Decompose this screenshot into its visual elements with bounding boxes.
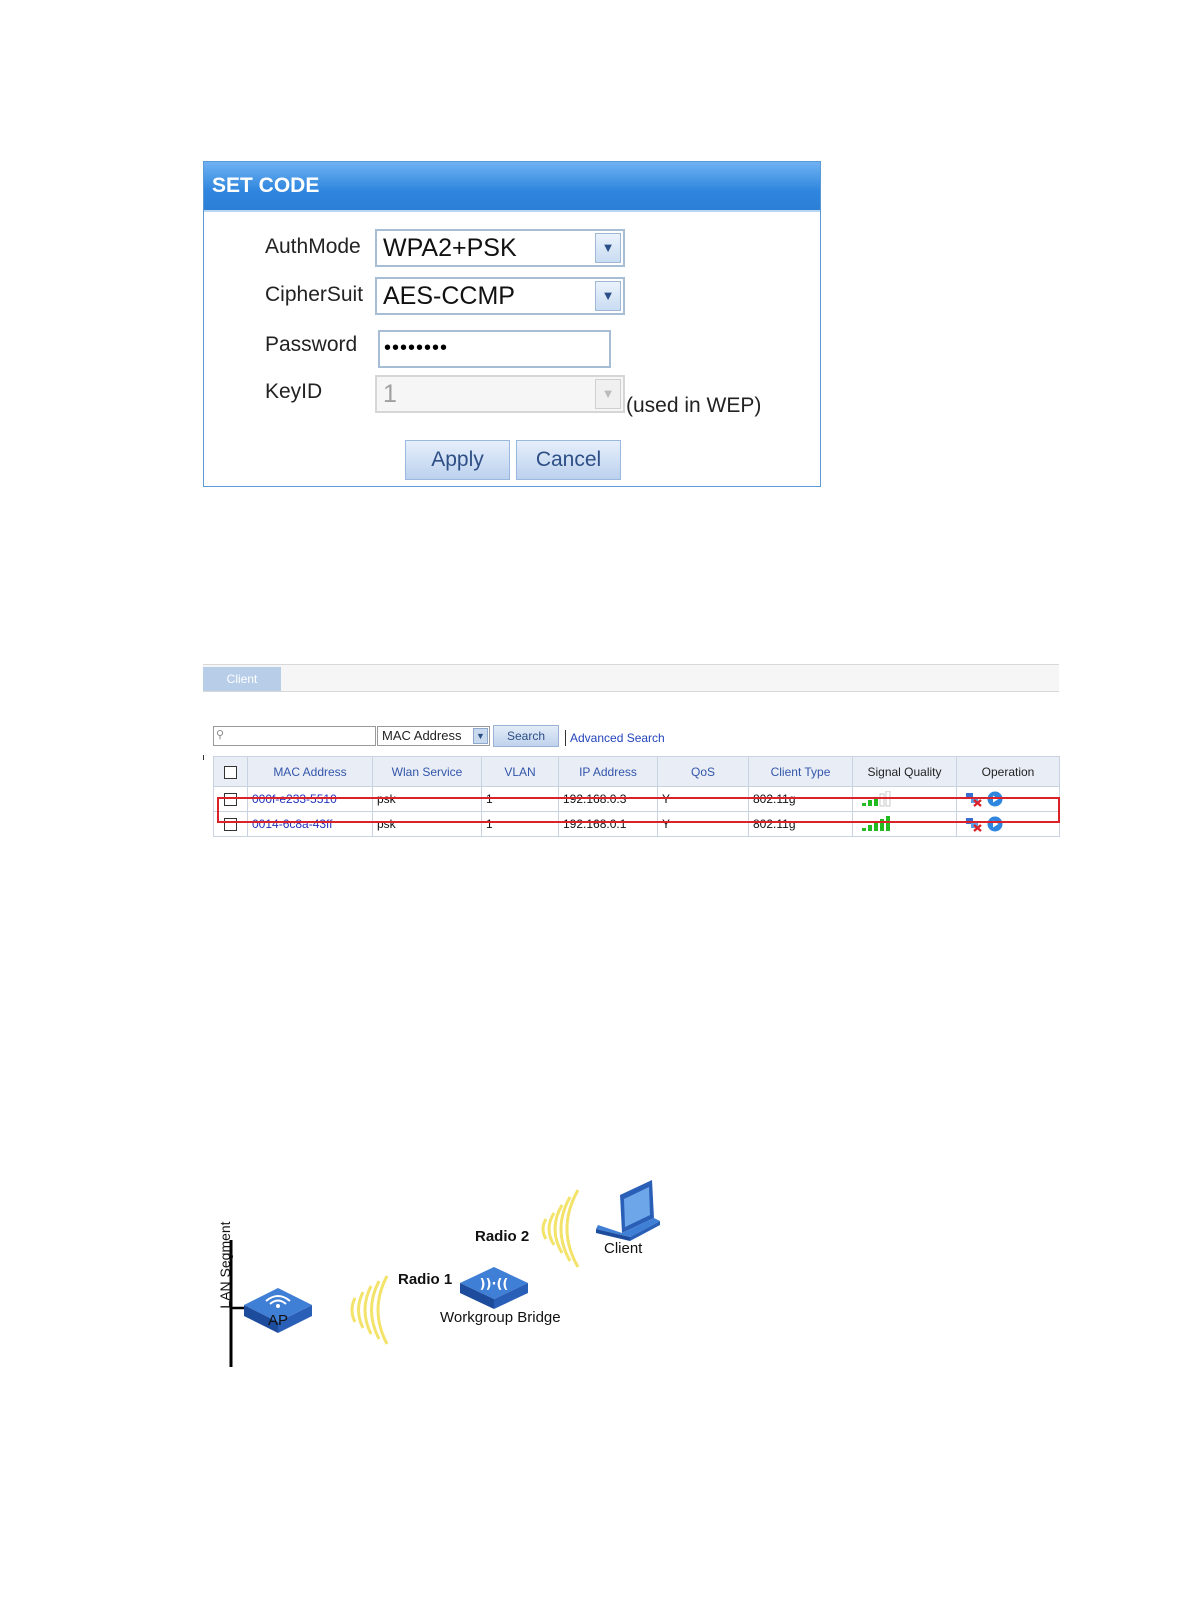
signal-bar (862, 803, 866, 806)
tab-bar: Client (203, 664, 1059, 692)
client-panel: Client ⚲ MAC Address ▼ Search Advanced S… (203, 664, 1060, 840)
ap-device-icon (244, 1288, 312, 1333)
advanced-search-link[interactable]: Advanced Search (570, 731, 665, 745)
col-operation: Operation (956, 756, 1060, 787)
keyid-label: KeyID (265, 380, 323, 403)
radio2-waves-icon (541, 1189, 580, 1268)
set-code-dialog: SET CODE AuthMode WPA2+PSK ▼ CipherSuit … (203, 161, 821, 487)
row-checkbox[interactable] (224, 793, 237, 807)
signal-bar (868, 800, 872, 806)
apply-button[interactable]: Apply (405, 440, 510, 480)
password-field[interactable]: •••••••• (378, 330, 611, 368)
diagram-graphics: ))·(( (229, 1180, 660, 1367)
client-table: MAC Address Wlan Service VLAN IP Address… (213, 756, 1060, 837)
chevron-down-icon[interactable]: ▼ (595, 281, 621, 311)
client-type-cell: 802.11g (748, 811, 853, 837)
col-signal-quality: Signal Quality (852, 756, 957, 787)
tab-client[interactable]: Client (203, 667, 281, 691)
signal-bar (862, 828, 866, 831)
radio1-label: Radio 1 (398, 1271, 453, 1288)
row-select-cell (213, 811, 248, 837)
signal-bars-icon (862, 791, 891, 807)
col-qos[interactable]: QoS (657, 756, 749, 787)
ciphersuit-label: CipherSuit (265, 283, 364, 306)
keyid-value: 1 (383, 380, 397, 408)
dialog-title: SET CODE (204, 162, 820, 212)
authmode-select[interactable]: WPA2+PSK ▼ (375, 229, 625, 267)
ip-address-cell: 192.168.0.3 (558, 786, 658, 812)
client-label: Client (604, 1240, 643, 1257)
divider (565, 730, 566, 746)
row-select-cell (213, 786, 248, 812)
vlan-cell: 1 (481, 811, 559, 837)
ip-address-cell: 192.168.0.1 (558, 811, 658, 837)
radio1-waves-icon (350, 1275, 389, 1345)
divider (203, 755, 204, 760)
wlan-service-cell: psk (372, 811, 482, 837)
col-wlan-service[interactable]: Wlan Service (372, 756, 482, 787)
search-input[interactable]: ⚲ (213, 726, 376, 746)
table-row: 000f-e233-5510 psk 1 192.168.0.3 Y 802.1… (213, 786, 1060, 812)
signal-quality-cell (852, 786, 957, 812)
table-row: 0014-6c8a-43ff psk 1 192.168.0.1 Y 802.1… (213, 811, 1060, 837)
signal-bar (874, 797, 878, 806)
col-ip-address[interactable]: IP Address (558, 756, 658, 787)
workgroup-bridge-label: Workgroup Bridge (440, 1309, 561, 1326)
ciphersuit-select[interactable]: AES-CCMP ▼ (375, 277, 625, 315)
row-checkbox[interactable] (224, 818, 237, 832)
chevron-down-icon[interactable]: ▼ (473, 728, 488, 744)
signal-quality-cell (852, 811, 957, 837)
radio2-label: Radio 2 (475, 1228, 530, 1245)
signal-bar (886, 816, 890, 831)
operation-cell (956, 811, 1060, 837)
laptop-icon (596, 1180, 660, 1241)
ap-label: AP (268, 1312, 289, 1329)
keyid-hint: (used in WEP) (626, 394, 762, 417)
signal-bar (885, 791, 891, 807)
mac-address-link[interactable]: 0014-6c8a-43ff (247, 811, 373, 837)
select-all-checkbox[interactable] (224, 765, 237, 779)
search-button[interactable]: Search (493, 725, 559, 747)
keyid-select: 1 ▼ (375, 375, 625, 413)
mac-address-link[interactable]: 000f-e233-5510 (247, 786, 373, 812)
signal-bar (880, 819, 884, 831)
search-field-select[interactable]: MAC Address ▼ (377, 726, 490, 746)
chevron-down-icon[interactable]: ▼ (595, 233, 621, 263)
svg-text:))·((: ))·(( (480, 1277, 509, 1292)
signal-bar (868, 825, 872, 831)
cancel-button[interactable]: Cancel (516, 440, 621, 480)
qos-cell: Y (657, 786, 749, 812)
play-icon[interactable] (987, 791, 1003, 807)
col-client-type[interactable]: Client Type (748, 756, 853, 787)
search-field-value: MAC Address (382, 728, 462, 743)
network-diagram: ))·(( LAN Segment AP Radio 1 Radio 2 Wor… (200, 1175, 720, 1375)
chevron-down-icon: ▼ (595, 379, 621, 409)
authmode-label: AuthMode (265, 235, 361, 258)
disconnect-icon[interactable] (965, 816, 983, 832)
vlan-cell: 1 (481, 786, 559, 812)
wlan-service-cell: psk (372, 786, 482, 812)
col-mac-address[interactable]: MAC Address (247, 756, 373, 787)
signal-bar (874, 822, 878, 831)
ciphersuit-value: AES-CCMP (383, 282, 515, 310)
signal-bar (879, 793, 885, 807)
operation-cell (956, 786, 1060, 812)
client-type-cell: 802.11g (748, 786, 853, 812)
table-header-row: MAC Address Wlan Service VLAN IP Address… (213, 756, 1060, 787)
qos-cell: Y (657, 811, 749, 837)
lan-segment-label: LAN Segment (217, 1221, 233, 1309)
select-all-header (213, 756, 248, 787)
authmode-value: WPA2+PSK (383, 234, 517, 262)
password-label: Password (265, 333, 358, 356)
search-icon: ⚲ (216, 729, 225, 741)
workgroup-bridge-icon: ))·(( (460, 1267, 528, 1309)
signal-bars-icon (862, 816, 890, 831)
play-icon[interactable] (987, 816, 1003, 832)
disconnect-icon[interactable] (965, 791, 983, 807)
col-vlan[interactable]: VLAN (481, 756, 559, 787)
